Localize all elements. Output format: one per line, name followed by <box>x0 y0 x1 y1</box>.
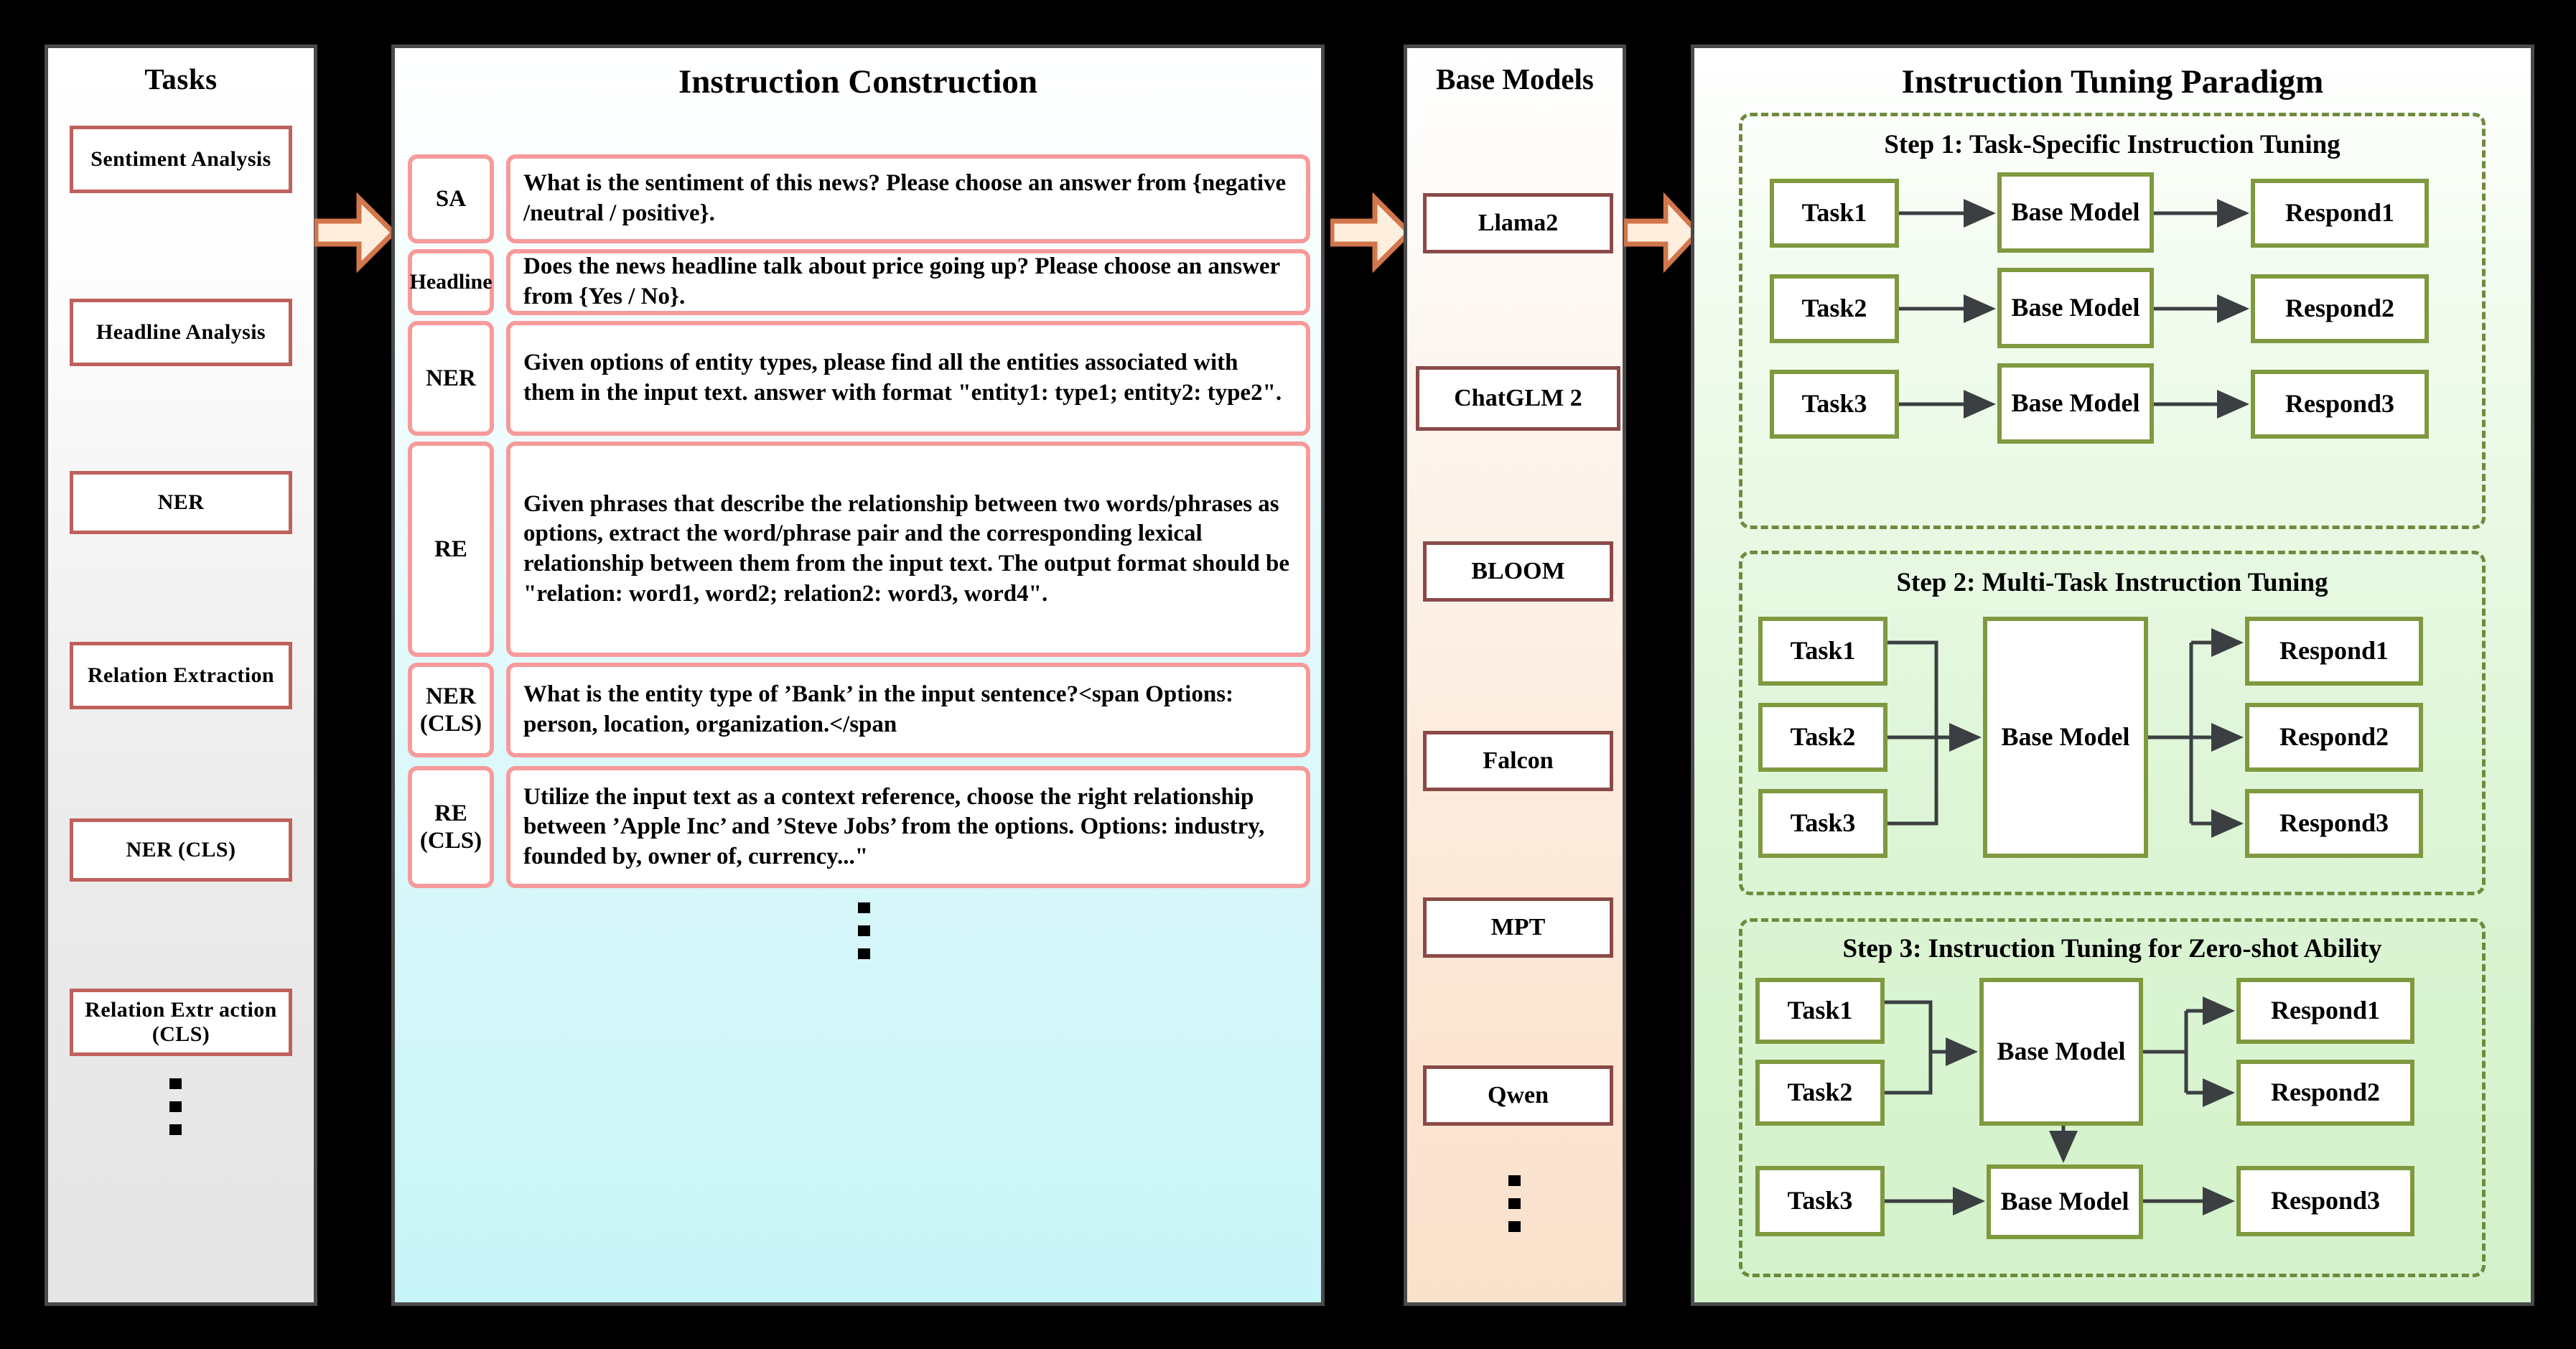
step3-task1-box[interactable]: Task1 <box>1755 978 1885 1044</box>
step3-base-model-bottom-box[interactable]: Base Model <box>1987 1164 2143 1239</box>
step-3-title: Step 3: Instruction Tuning for Zero-shot… <box>1842 934 2382 963</box>
instruction-text-ner[interactable]: Given options of entity types, please fi… <box>506 321 1310 436</box>
step2-connectors <box>1742 554 2489 899</box>
step-1-group: Step 1: Task-Specific Instruction Tuning… <box>1739 113 2486 529</box>
base-model-box-falcon[interactable]: Falcon <box>1423 731 1613 791</box>
instruction-tag-re-cls[interactable]: RE (CLS) <box>408 766 494 888</box>
step1-base-model-1-box[interactable]: Base Model <box>1997 172 2154 253</box>
arrow-models-to-paradigm <box>1624 192 1699 273</box>
step1-respond3-box[interactable]: Respond3 <box>2251 370 2429 439</box>
step3-task2-box[interactable]: Task2 <box>1755 1060 1885 1126</box>
instruction-tag-ner-cls[interactable]: NER (CLS) <box>408 663 494 757</box>
step2-respond2-box[interactable]: Respond2 <box>2245 703 2423 772</box>
task-box-relation-extraction[interactable]: Relation Extraction <box>70 642 292 709</box>
step2-task2-box[interactable]: Task2 <box>1758 703 1887 772</box>
step1-base-model-3-box[interactable]: Base Model <box>1997 363 2154 444</box>
step2-task3-box[interactable]: Task3 <box>1758 789 1887 858</box>
base-models-ellipsis <box>1508 1175 1521 1232</box>
step1-task3-box[interactable]: Task3 <box>1770 370 1899 439</box>
base-models-panel: Base Models Llama2 ChatGLM 2 BLOOM Falco… <box>1404 45 1626 1306</box>
arrow-tasks-to-instruction <box>314 192 395 273</box>
step3-respond3-box[interactable]: Respond3 <box>2236 1166 2414 1236</box>
task-box-headline-analysis[interactable]: Headline Analysis <box>70 299 292 366</box>
instruction-text-re[interactable]: Given phrases that describe the relation… <box>506 442 1310 657</box>
step1-respond2-box[interactable]: Respond2 <box>2251 274 2429 343</box>
step3-respond1-box[interactable]: Respond1 <box>2236 978 2414 1044</box>
step2-base-model-box[interactable]: Base Model <box>1983 617 2148 858</box>
task-box-ner[interactable]: NER <box>70 471 292 534</box>
step3-respond2-box[interactable]: Respond2 <box>2236 1060 2414 1126</box>
step2-respond1-box[interactable]: Respond1 <box>2245 617 2423 686</box>
instruction-tuning-paradigm-panel: Instruction Tuning Paradigm Step 1: Task… <box>1691 45 2534 1306</box>
base-model-box-llama2[interactable]: Llama2 <box>1423 193 1613 253</box>
step1-respond1-box[interactable]: Respond1 <box>2251 179 2429 248</box>
step1-connectors <box>1742 116 2489 533</box>
instruction-tag-headline[interactable]: Headline <box>408 249 494 315</box>
tasks-ellipsis <box>169 1078 182 1135</box>
step2-task1-box[interactable]: Task1 <box>1758 617 1887 686</box>
base-model-box-mpt[interactable]: MPT <box>1423 897 1613 958</box>
instruction-text-sa[interactable]: What is the sentiment of this news? Plea… <box>506 154 1310 243</box>
base-model-box-chatglm2[interactable]: ChatGLM 2 <box>1416 366 1620 431</box>
instruction-construction-panel: Instruction Construction SA What is the … <box>391 45 1325 1306</box>
instruction-tag-ner[interactable]: NER <box>408 321 494 436</box>
instruction-text-headline[interactable]: Does the news headline talk about price … <box>506 249 1310 315</box>
step1-base-model-2-box[interactable]: Base Model <box>1997 268 2154 348</box>
task-box-relation-extraction-cls[interactable]: Relation Extr action (CLS) <box>70 989 292 1056</box>
step3-base-model-top-box[interactable]: Base Model <box>1979 978 2143 1126</box>
step3-task3-box[interactable]: Task3 <box>1755 1166 1885 1236</box>
arrow-instruction-to-models <box>1330 192 1411 273</box>
instruction-tag-re[interactable]: RE <box>408 442 494 657</box>
step2-respond3-box[interactable]: Respond3 <box>2245 789 2423 858</box>
tasks-panel-title: Tasks <box>144 62 218 95</box>
step3-connectors <box>1742 922 2489 1281</box>
step-2-group: Step 2: Multi-Task Instruction Tuning Ta… <box>1739 551 2486 895</box>
instruction-text-re-cls[interactable]: Utilize the input text as a context refe… <box>506 766 1310 888</box>
tasks-panel: Tasks Sentiment Analysis Headline Analys… <box>45 45 317 1306</box>
instruction-construction-title: Instruction Construction <box>678 63 1038 101</box>
instruction-text-ner-cls[interactable]: What is the entity type of ’Bank’ in the… <box>506 663 1310 757</box>
base-models-title: Base Models <box>1436 62 1594 95</box>
base-model-box-bloom[interactable]: BLOOM <box>1423 541 1613 602</box>
task-box-sentiment-analysis[interactable]: Sentiment Analysis <box>70 126 292 193</box>
task-box-ner-cls[interactable]: NER (CLS) <box>70 818 292 882</box>
step-3-group: Step 3: Instruction Tuning for Zero-shot… <box>1739 918 2486 1277</box>
step1-task2-box[interactable]: Task2 <box>1770 274 1899 343</box>
step-2-title: Step 2: Multi-Task Instruction Tuning <box>1896 568 2328 597</box>
instruction-tag-sa[interactable]: SA <box>408 154 494 243</box>
step-1-title: Step 1: Task-Specific Instruction Tuning <box>1884 130 2341 159</box>
paradigm-title: Instruction Tuning Paradigm <box>1901 63 2324 101</box>
instruction-ellipsis <box>858 902 870 959</box>
step1-task1-box[interactable]: Task1 <box>1770 179 1899 248</box>
base-model-box-qwen[interactable]: Qwen <box>1423 1065 1613 1126</box>
